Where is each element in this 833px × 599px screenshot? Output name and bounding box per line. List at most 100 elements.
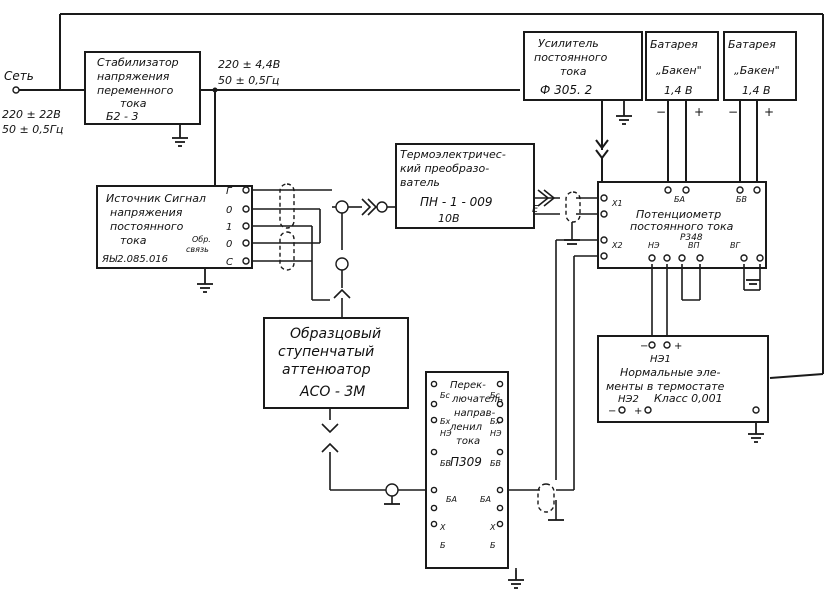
normal-elements-line1: Нормальные эле- bbox=[620, 366, 721, 379]
direction-switch-box bbox=[426, 372, 508, 568]
terminal bbox=[497, 521, 502, 526]
arrow-e-label: Е bbox=[532, 204, 539, 215]
switch-left-term: НЭ bbox=[440, 429, 452, 438]
switch-right-term: Х bbox=[489, 523, 496, 532]
terminal bbox=[683, 187, 689, 193]
battery-b-voltage: 1,4 В bbox=[742, 84, 771, 97]
normal-elements-plus: + bbox=[674, 341, 682, 352]
terminal bbox=[601, 211, 607, 217]
terminal bbox=[601, 253, 607, 259]
battery-a-line2: „Бакен" bbox=[656, 64, 702, 77]
terminal bbox=[754, 187, 760, 193]
potentiometer-ba: БА bbox=[674, 195, 685, 204]
battery-b-minus: − bbox=[728, 105, 738, 119]
attenuator-model: АСО - 3М bbox=[299, 384, 365, 400]
dc-amplifier-line2: постоянного bbox=[534, 51, 608, 64]
terminal bbox=[243, 240, 249, 246]
stabilizer-block: Стабилизатор напряжения переменного тока… bbox=[85, 52, 280, 124]
terminal bbox=[431, 505, 436, 510]
network-label: Сеть bbox=[4, 69, 34, 83]
coax-connector bbox=[377, 202, 387, 212]
normal-elements-class: Класс 0,001 bbox=[654, 392, 723, 405]
thermo-converter-line3: ватель bbox=[400, 176, 440, 189]
terminal bbox=[431, 381, 436, 386]
signal-source-term-0b: 0 bbox=[226, 239, 232, 250]
signal-source-line1: Источник Сигнал bbox=[106, 192, 206, 205]
signal-source-term-0: 0 bbox=[226, 205, 232, 216]
battery-a-plus: + bbox=[694, 105, 704, 119]
terminal bbox=[649, 342, 655, 348]
switch-line4: ленил bbox=[449, 422, 483, 433]
normal-elements-box bbox=[598, 336, 768, 422]
normal-elements-minus: − bbox=[640, 341, 648, 352]
terminal bbox=[243, 258, 249, 264]
direction-switch-block: Перек- лючатель направ- ленил тока П309 … bbox=[426, 372, 516, 570]
thermo-converter-box bbox=[396, 144, 534, 228]
switch-left-term: БВ bbox=[440, 459, 451, 468]
coax-connector bbox=[386, 484, 398, 496]
arrow-e bbox=[544, 190, 554, 206]
terminal bbox=[243, 223, 249, 229]
stabilizer-out-frequency: 50 ± 0,5Гц bbox=[218, 74, 279, 87]
network-input-terminal bbox=[13, 87, 19, 93]
coax-connector bbox=[336, 201, 348, 213]
thermo-converter-block: Термоэлектричес- кий преобразо- ватель П… bbox=[396, 144, 539, 228]
stabilizer-line2: напряжения bbox=[97, 70, 170, 83]
switch-line5: тока bbox=[456, 436, 480, 447]
dc-amplifier-line1: Усилитель bbox=[538, 37, 599, 50]
normal-elements-ne2: НЭ2 bbox=[618, 394, 639, 405]
dc-amplifier-block: Усилитель постоянного тока Ф 305. 2 bbox=[524, 32, 642, 100]
attenuator-line1: Образцовый bbox=[290, 326, 381, 342]
terminal bbox=[431, 401, 436, 406]
switch-right-term: БА bbox=[480, 495, 491, 504]
terminal bbox=[757, 255, 763, 261]
terminal bbox=[679, 255, 685, 261]
terminal bbox=[645, 407, 651, 413]
potentiometer-vg: ВГ bbox=[730, 241, 740, 250]
signal-source-term-g: Г bbox=[226, 186, 233, 197]
ground-icon bbox=[746, 280, 760, 284]
ground-icon bbox=[172, 125, 188, 146]
battery-a-box bbox=[646, 32, 718, 100]
stabilizer-out-voltage: 220 ± 4,4В bbox=[218, 58, 280, 71]
stabilizer-line3: переменного bbox=[97, 84, 174, 97]
signal-source-feedback2: связь bbox=[186, 245, 209, 254]
ground-icon bbox=[616, 100, 632, 124]
terminal bbox=[497, 487, 502, 492]
terminal bbox=[431, 417, 436, 422]
ground-symbols bbox=[172, 100, 764, 588]
potentiometer-x2: Х2 bbox=[611, 241, 623, 250]
battery-a-minus: − bbox=[656, 105, 666, 119]
normal-elements-line2: менты в термостате bbox=[606, 380, 725, 393]
switch-line1: Перек- bbox=[450, 380, 486, 391]
terminal bbox=[497, 505, 502, 510]
signal-source-line3: постоянного bbox=[110, 220, 184, 233]
stabilizer-model: Б2 - 3 bbox=[106, 110, 139, 123]
shield-outline bbox=[566, 192, 580, 222]
shield-outline bbox=[280, 232, 294, 270]
switch-left-term: Бх bbox=[440, 417, 450, 426]
terminal bbox=[497, 401, 502, 406]
arrow-head bbox=[596, 140, 608, 148]
switch-line3: направ- bbox=[454, 408, 496, 419]
network-frequency: 50 ± 0,5Гц bbox=[2, 123, 63, 136]
shield-outline bbox=[538, 484, 554, 512]
coax-connector bbox=[336, 258, 348, 270]
thermo-converter-line2: кий преобразо- bbox=[400, 162, 489, 175]
coax-plug bbox=[334, 290, 350, 298]
signal-source-model: ЯЫ2.085.016 bbox=[101, 254, 168, 265]
stabilizer-line1: Стабилизатор bbox=[97, 56, 179, 69]
switch-line2: лючатель bbox=[451, 394, 503, 405]
normal-elements-plus2: + bbox=[634, 406, 642, 417]
terminal bbox=[497, 381, 502, 386]
dc-amplifier-box bbox=[524, 32, 642, 100]
terminal bbox=[243, 206, 249, 212]
terminal bbox=[664, 255, 670, 261]
terminal bbox=[431, 449, 436, 454]
terminal bbox=[741, 255, 747, 261]
terminal bbox=[243, 187, 249, 193]
switch-right-term: Б bbox=[490, 541, 496, 550]
potentiometer-ne: НЭ bbox=[648, 241, 660, 250]
ground-icon bbox=[508, 570, 524, 588]
